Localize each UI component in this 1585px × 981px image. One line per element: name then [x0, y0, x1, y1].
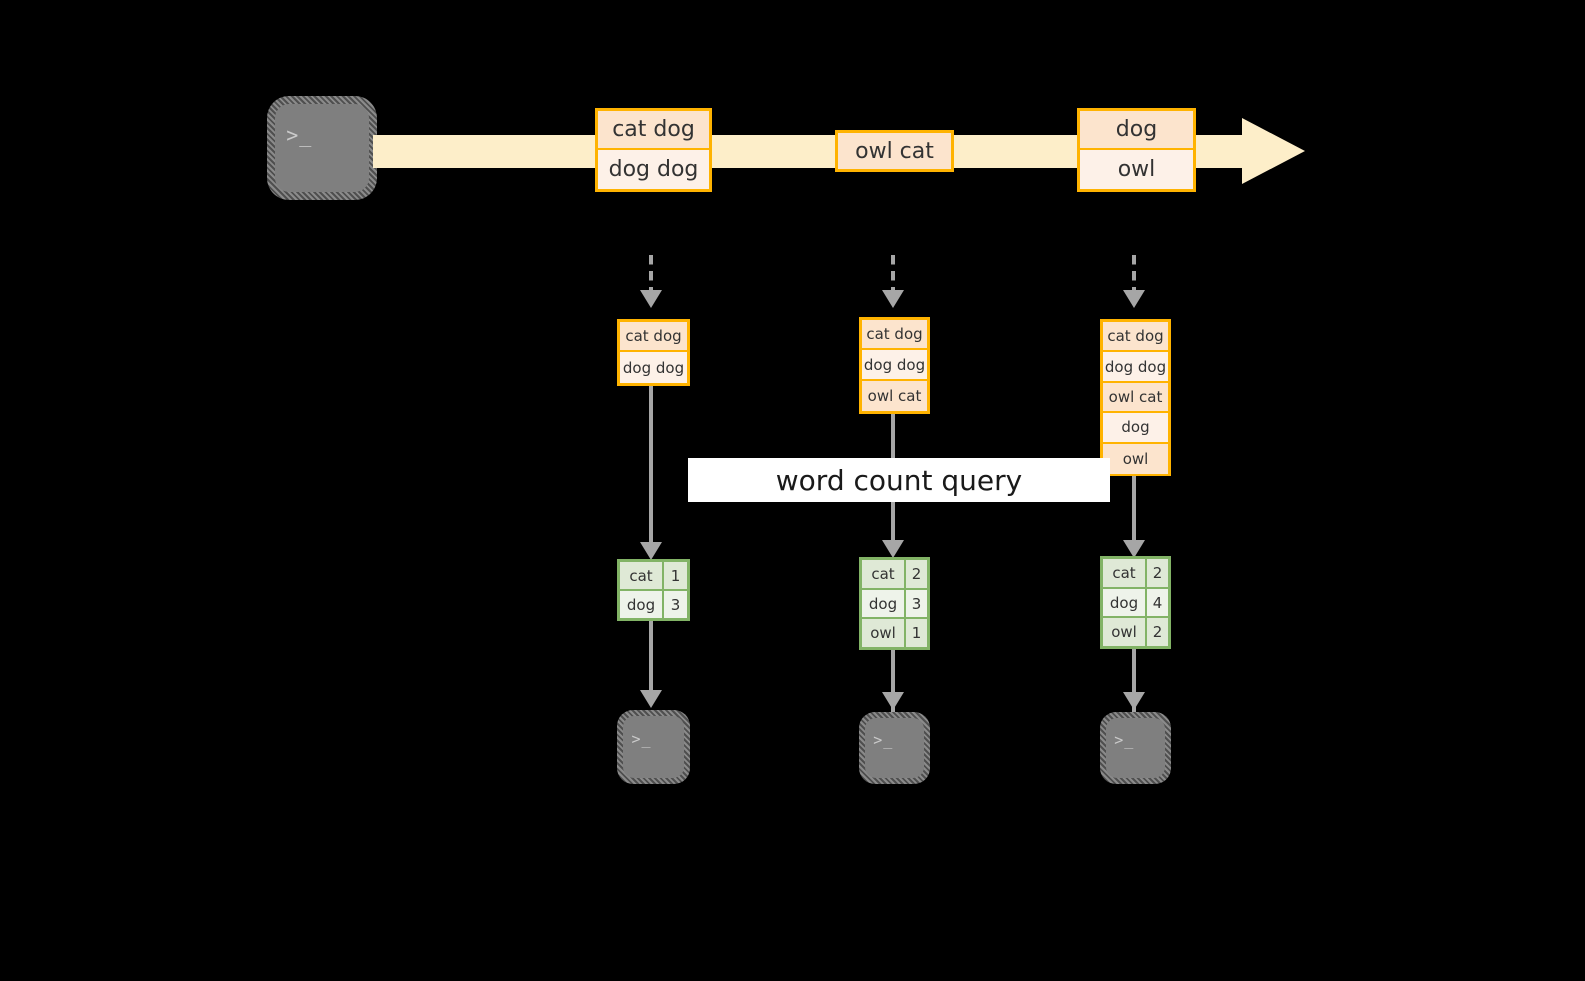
connector-arrow-head: [1123, 290, 1145, 308]
column-3-query-connector: [1132, 476, 1136, 550]
terminal-prompt-glyph: >_: [286, 123, 313, 148]
stream-batch-3[interactable]: dog owl: [1077, 108, 1196, 192]
terminal-screen: >_: [1106, 718, 1165, 778]
count-word: cat: [862, 560, 906, 588]
count-row: dog 4: [1103, 588, 1168, 619]
source-terminal-icon: >_: [267, 96, 377, 200]
terminal-prompt-glyph: >_: [873, 731, 894, 749]
count-value: 3: [906, 589, 927, 618]
terminal-screen: >_: [865, 718, 924, 778]
count-word: owl: [862, 619, 906, 648]
count-word: dog: [620, 591, 664, 618]
count-value: 2: [1147, 559, 1168, 587]
connector-arrow-head: [882, 540, 904, 558]
column-2-sink-terminal-icon: >_: [859, 712, 930, 784]
accumulated-record: owl cat: [862, 380, 927, 412]
column-2-accumulated-records[interactable]: cat dog dog dog owl cat: [859, 317, 930, 414]
column-2-sink-connector: [891, 650, 895, 716]
count-word: dog: [1103, 588, 1147, 617]
stream-record: dog: [1080, 111, 1193, 150]
connector-arrow-head: [1123, 692, 1145, 710]
accumulated-record: owl cat: [1103, 382, 1168, 414]
connector-arrow-head: [882, 290, 904, 308]
column-1-sink-connector: [649, 621, 653, 695]
count-value: 4: [1147, 588, 1168, 617]
terminal-prompt-glyph: >_: [631, 729, 652, 748]
stream-batch-2[interactable]: owl cat: [835, 130, 954, 172]
column-3-word-counts[interactable]: cat 2 dog 4 owl 2: [1100, 556, 1171, 649]
count-row: owl 2: [1103, 618, 1168, 647]
stream-batch-1[interactable]: cat dog dog dog: [595, 108, 712, 192]
accumulated-record: dog: [1103, 413, 1168, 444]
batch-to-accumulator-connector: [1132, 255, 1136, 291]
stream-record: dog dog: [598, 150, 709, 189]
column-1-sink-terminal-icon: >_: [617, 710, 690, 784]
word-count-query-label: word count query: [688, 458, 1110, 502]
count-word: owl: [1103, 618, 1147, 647]
stream-record: cat dog: [598, 111, 709, 150]
column-3-accumulated-records[interactable]: cat dog dog dog owl cat dog owl: [1100, 319, 1171, 476]
batch-to-accumulator-connector: [649, 255, 653, 291]
accumulated-record: cat dog: [862, 320, 927, 351]
accumulated-record: cat dog: [1103, 322, 1168, 353]
count-row: cat 2: [862, 560, 927, 590]
count-value: 1: [906, 619, 927, 648]
count-row: dog 3: [620, 591, 687, 618]
count-row: owl 1: [862, 619, 927, 648]
accumulated-record: cat dog: [620, 322, 687, 353]
stream-arrow-head: [1242, 118, 1305, 184]
count-row: dog 3: [862, 589, 927, 620]
accumulated-record: owl: [1103, 443, 1168, 474]
column-3-sink-connector: [1132, 649, 1136, 716]
count-value: 1: [664, 562, 687, 589]
terminal-screen: >_: [623, 716, 684, 778]
count-value: 3: [664, 591, 687, 618]
count-row: cat 2: [1103, 559, 1168, 589]
count-value: 2: [1147, 618, 1168, 647]
count-value: 2: [906, 560, 927, 588]
connector-arrow-head: [1123, 540, 1145, 558]
accumulated-record: dog dog: [862, 350, 927, 381]
query-label-text: word count query: [775, 463, 1023, 497]
connector-arrow-head: [640, 290, 662, 308]
count-word: dog: [862, 589, 906, 618]
connector-arrow-head: [640, 690, 662, 708]
connector-arrow-head: [640, 542, 662, 560]
column-1-accumulated-records[interactable]: cat dog dog dog: [617, 319, 690, 386]
terminal-screen: >_: [275, 104, 369, 192]
accumulated-record: dog dog: [1103, 352, 1168, 383]
accumulated-record: dog dog: [620, 352, 687, 383]
count-word: cat: [620, 562, 664, 589]
batch-to-accumulator-connector: [891, 255, 895, 291]
terminal-prompt-glyph: >_: [1114, 731, 1135, 749]
connector-arrow-head: [882, 692, 904, 710]
stream-record: owl: [1080, 150, 1193, 189]
stream-record: owl cat: [838, 133, 951, 169]
count-word: cat: [1103, 559, 1147, 587]
count-row: cat 1: [620, 562, 687, 591]
column-1-word-counts[interactable]: cat 1 dog 3: [617, 559, 690, 621]
column-2-word-counts[interactable]: cat 2 dog 3 owl 1: [859, 557, 930, 650]
column-3-sink-terminal-icon: >_: [1100, 712, 1171, 784]
column-1-query-connector: [649, 386, 653, 550]
